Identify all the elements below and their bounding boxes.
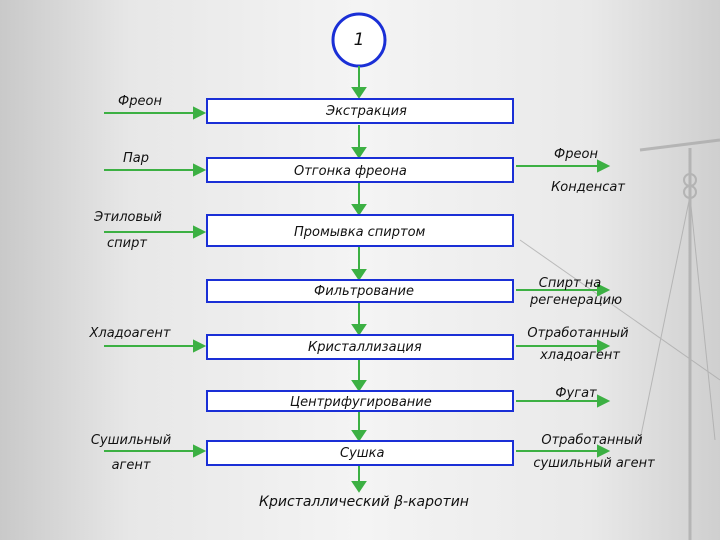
output-coolant-2: хладоагент [540,348,620,363]
step-label: Отгонка фреона [294,164,407,179]
step-label: Фильтрование [314,284,414,299]
output-condensate: Конденсат [551,180,625,195]
output-coolant-1: Отработанный [527,326,629,341]
input-drying-1: Сушильный [90,433,172,448]
step-alcohol-wash: Промывка спиртом [206,214,514,247]
step-crystallization: Кристаллизация [206,334,514,360]
final-product: Кристаллический β-каротин [259,494,469,510]
step-label: Кристаллизация [308,340,422,355]
step-label: Центрифугирование [290,395,432,410]
step-number: 1 [353,30,365,50]
step-label: Экстракция [326,104,407,119]
input-ethyl-2: спирт [107,236,147,251]
input-ethyl-1: Этиловый [94,210,162,225]
output-spirit-2: регенерацию [529,293,623,308]
output-spirit-1: Спирт на [538,276,602,291]
input-steam: Пар [123,151,149,166]
output-arrows [516,159,611,458]
step-drying: Сушка [206,440,514,466]
step-label: Сушка [340,446,385,461]
output-drying-2: сушильный агент [533,456,655,471]
input-coolant: Хладоагент [89,326,171,341]
step-filtration: Фильтрование [206,279,514,303]
step-centrifugation: Центрифугирование [206,390,514,412]
output-freon: Фреон [554,147,598,162]
scale-watermark [519,138,720,540]
input-drying-2: агент [111,458,151,473]
step-label: Промывка спиртом [294,225,426,240]
output-drying-1: Отработанный [541,433,643,448]
step-freon-distillation: Отгонка фреона [206,157,514,183]
input-freon: Фреон [118,94,162,109]
main-flow-arrows [351,66,367,493]
output-fugat: Фугат [555,386,597,401]
input-arrows [104,106,207,458]
step-extraction: Экстракция [206,98,514,124]
